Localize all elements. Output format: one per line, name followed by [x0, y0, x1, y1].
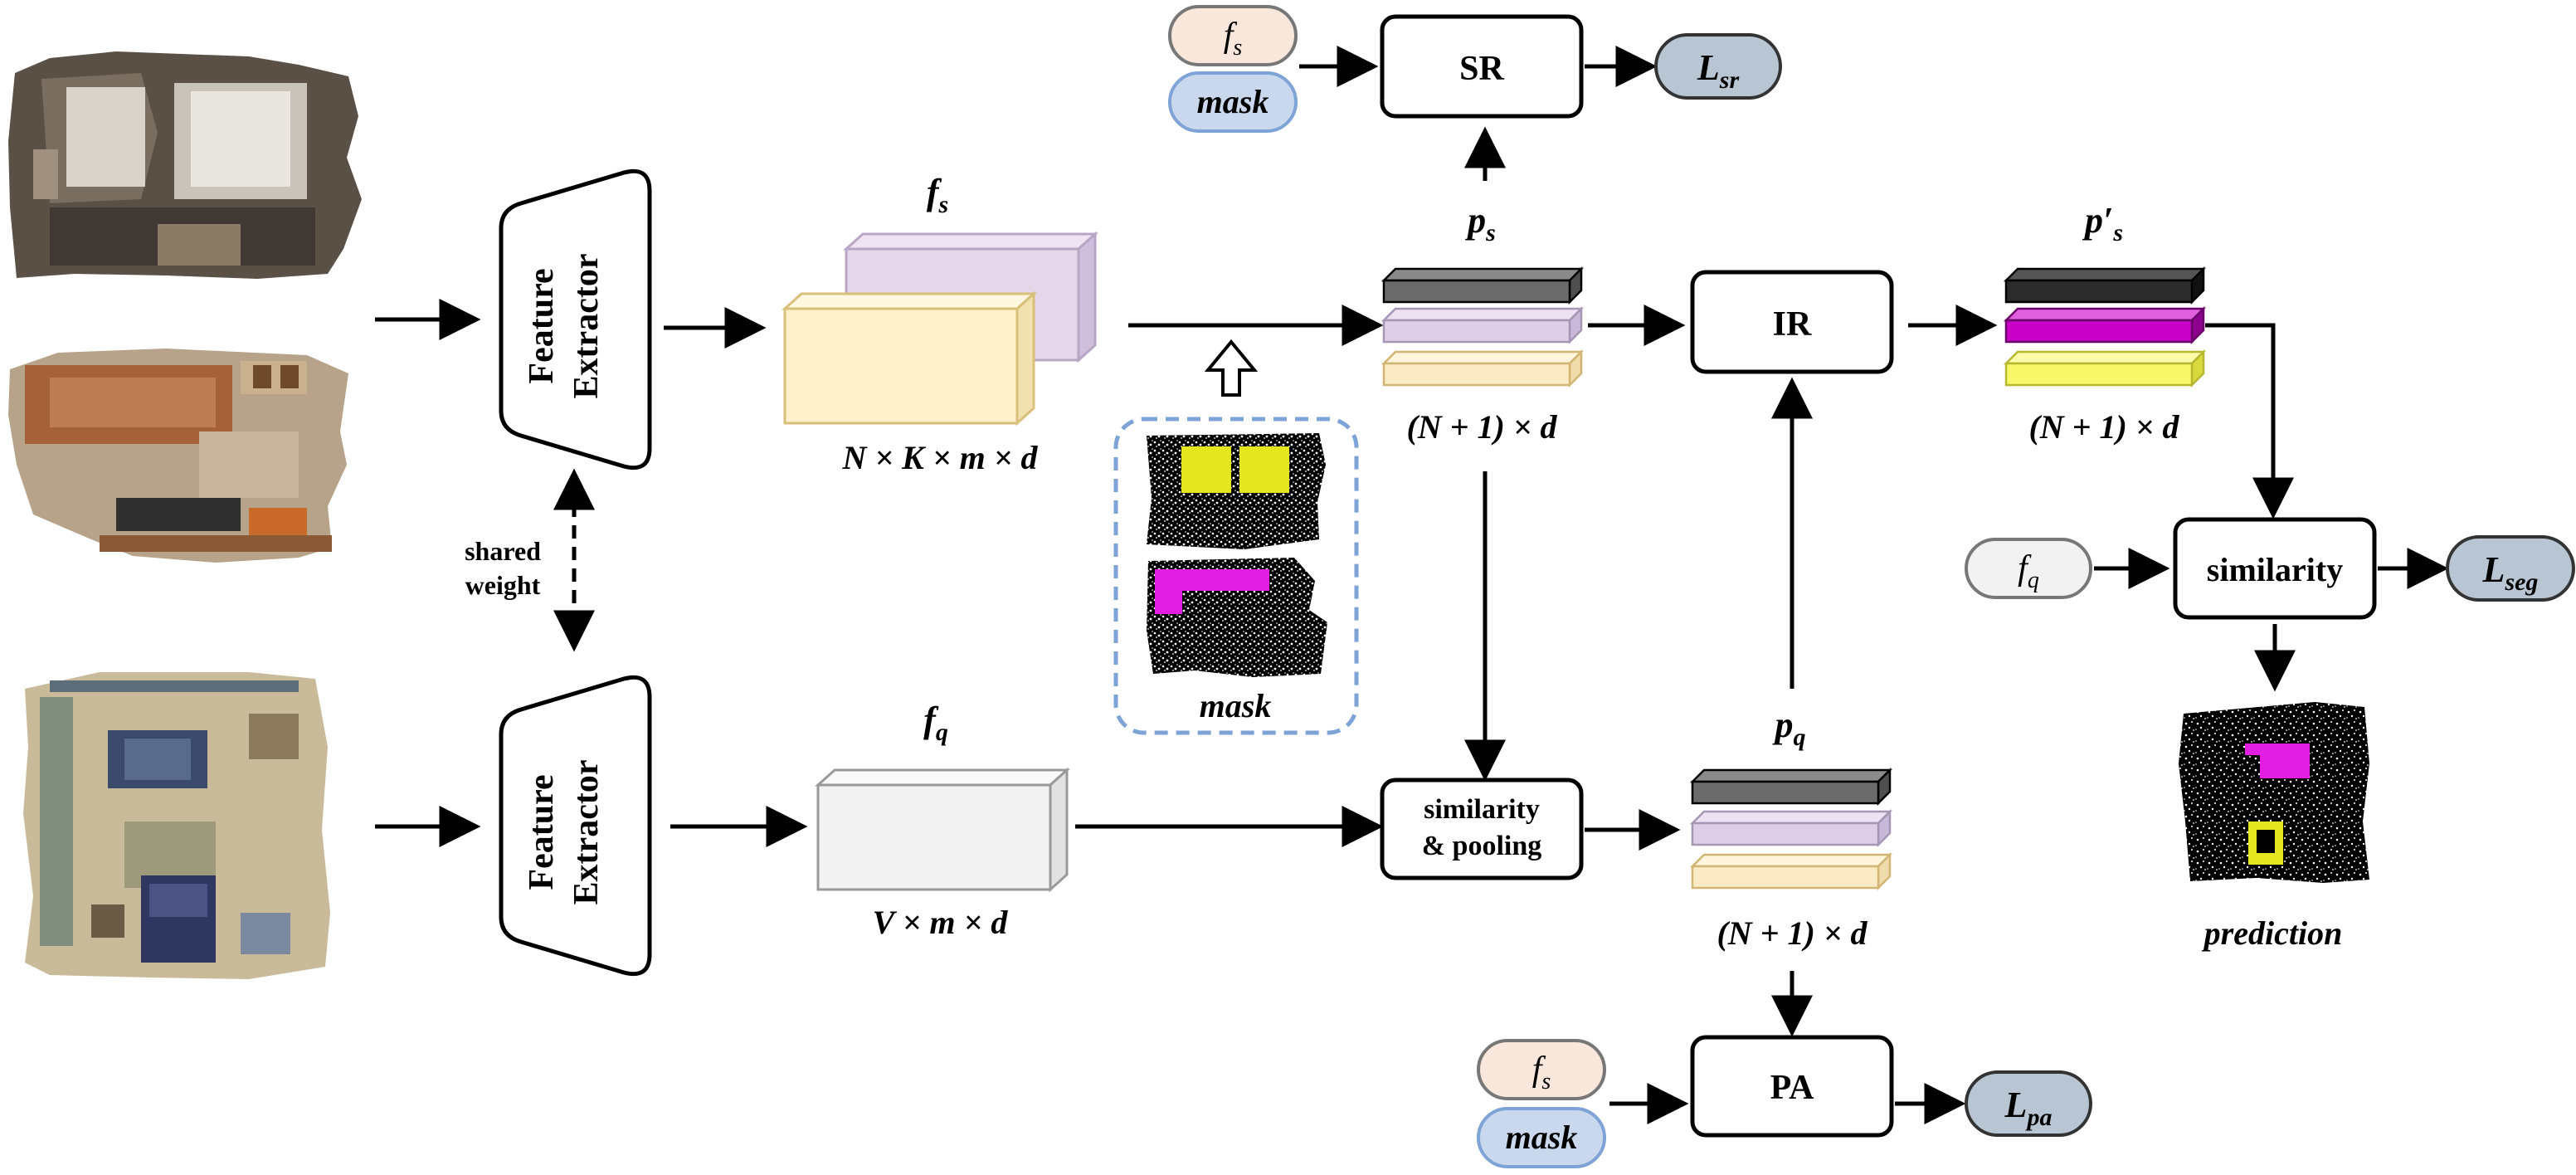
mask-pill-label: mask: [1506, 1119, 1578, 1156]
support-feature-cuboids: [782, 231, 1098, 427]
mask-up-arrow: [1204, 339, 1259, 397]
sim-pool-line2: & pooling: [1422, 831, 1542, 861]
ps-dims-label: (N + 1) × d: [1406, 408, 1557, 446]
ps-label: ps: [1464, 200, 1496, 246]
mask-pill: [1477, 1107, 1606, 1168]
loss-sr-label: Lsr: [1697, 47, 1740, 94]
query-prototypes: [1689, 767, 1893, 891]
similarity-module: similarity: [2173, 517, 2377, 620]
extractor-label-line1: Feature: [523, 774, 561, 890]
pa-inputs: fs mask: [1477, 1039, 1606, 1168]
extractor-label-line2: Extractor: [567, 760, 606, 905]
ir-label: IR: [1773, 305, 1812, 344]
sr-label: SR: [1459, 50, 1504, 88]
mask-panel-label: mask: [1200, 687, 1272, 724]
refined-dims-label: (N + 1) × d: [2028, 408, 2179, 446]
pq-label: pq: [1772, 705, 1806, 751]
fs-pill: [1168, 5, 1298, 66]
shared-weight-line1: shared: [465, 536, 541, 566]
loss-seg-label: Lseg: [2482, 549, 2539, 596]
arrow-refined-to-similarity: [2205, 323, 2294, 519]
query-scene-image: [23, 672, 330, 979]
query-feature-cuboid: [815, 767, 1070, 893]
fq-label: fq: [923, 700, 948, 746]
fq-pill: fq: [1965, 538, 2092, 599]
sim-pool-line1: similarity: [1424, 794, 1540, 825]
fs-dims-label: N × K × m × d: [841, 439, 1038, 476]
extractor-label-line1: Feature: [523, 268, 561, 383]
similarity-pooling-module: similarity & pooling: [1380, 778, 1584, 880]
sr-module: SR: [1380, 14, 1584, 119]
shared-weight-line2: weight: [465, 570, 541, 600]
pq-dims-label: (N + 1) × d: [1717, 914, 1867, 952]
fq-dims-label: V × m × d: [873, 904, 1009, 941]
sr-inputs: fs mask: [1168, 5, 1298, 133]
support-scene-2-image: [8, 349, 348, 563]
mask-pill-label: mask: [1197, 83, 1269, 120]
mask-pill: [1168, 71, 1298, 133]
loss-pa-label: Lpa: [2004, 1085, 2053, 1131]
support-feature-extractor: Feature Extractor: [499, 168, 652, 470]
ir-module: IR: [1690, 270, 1894, 374]
refined-support-prototypes: [2003, 266, 2207, 388]
similarity-label: similarity: [2207, 551, 2343, 588]
extractor-label-line2: Extractor: [567, 254, 606, 399]
loss-seg-pill: Lseg: [2446, 535, 2575, 602]
fs-pill: [1477, 1039, 1606, 1100]
support-prototypes: [1381, 266, 1585, 388]
loss-pa-pill: Lpa: [1965, 1070, 2092, 1137]
pa-module: PA: [1690, 1035, 1894, 1138]
fs-label: fs: [927, 172, 948, 218]
prediction-image: [2179, 702, 2369, 883]
pa-label: PA: [1770, 1069, 1815, 1107]
support-scene-1-image: [8, 51, 362, 279]
loss-sr-pill: Lsr: [1654, 33, 1782, 100]
query-feature-extractor: Feature Extractor: [499, 675, 652, 977]
prediction-label: prediction: [2202, 914, 2343, 952]
mask-panel: mask: [1113, 417, 1359, 735]
refined-ps-label: p′s: [2082, 200, 2123, 246]
